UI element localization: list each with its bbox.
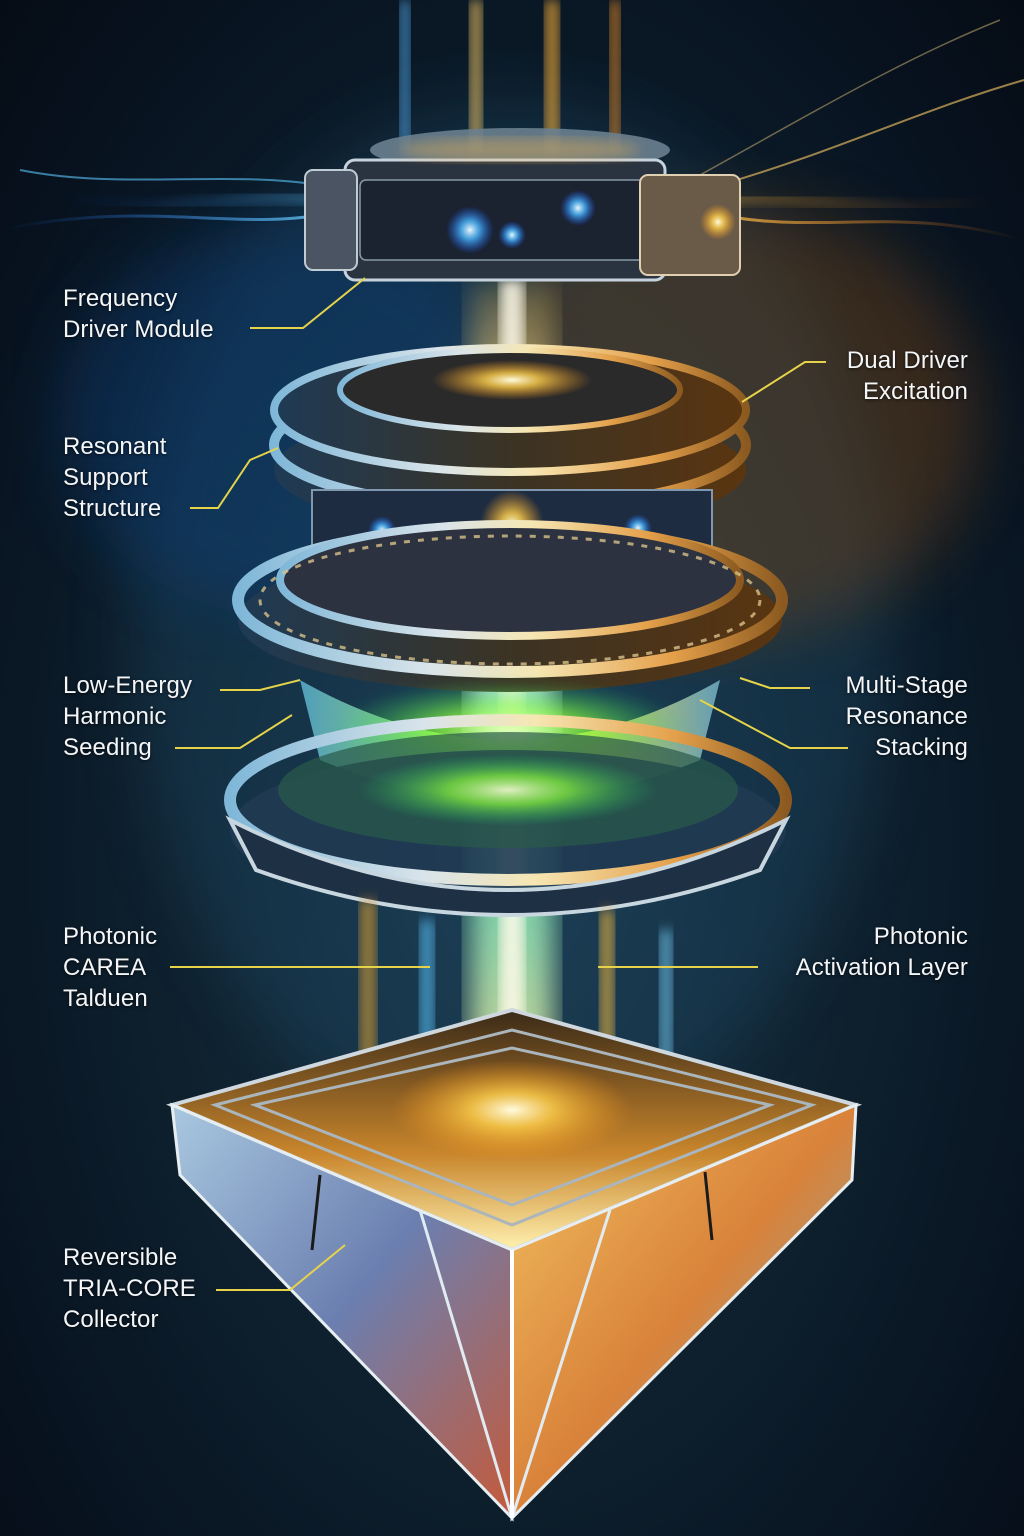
label-photonic-carea-talduen: Photonic CAREA Talduen bbox=[63, 923, 158, 1012]
label-frequency-driver-module: Frequency Driver Module bbox=[63, 285, 214, 343]
leader-resonant-support bbox=[190, 447, 279, 509]
leader-low-energy-bottom bbox=[175, 714, 293, 749]
frequency-driver-module bbox=[304, 128, 741, 282]
label-resonant-support-structure: Resonant Support Structure bbox=[63, 433, 167, 522]
label-dual-driver-excitation: Dual Driver Excitation bbox=[846, 347, 968, 405]
leader-dual-driver bbox=[741, 361, 826, 403]
leader-multi-stage-top bbox=[739, 677, 810, 689]
leader-multi-stage-bottom bbox=[699, 699, 848, 749]
label-low-energy-harmonic-seeding: Low-Energy Harmonic Seeding bbox=[63, 672, 193, 761]
leader-frequency-driver bbox=[250, 277, 366, 329]
multi-stage-disc bbox=[232, 520, 788, 692]
label-photonic-activation-layer: Photonic Activation Layer bbox=[795, 923, 968, 981]
photonic-disc bbox=[224, 714, 792, 917]
leader-collector bbox=[216, 1244, 346, 1291]
energy-streaks bbox=[0, 19, 1024, 242]
leader-low-energy-top bbox=[220, 679, 301, 691]
tria-core-collector bbox=[165, 1007, 863, 1522]
label-multi-stage-resonance-stacking: Multi-Stage Resonance Stacking bbox=[845, 672, 968, 761]
leader-lines bbox=[170, 277, 848, 1291]
label-reversible-tria-core-collector: Reversible TRIA-CORE Collector bbox=[63, 1244, 196, 1333]
